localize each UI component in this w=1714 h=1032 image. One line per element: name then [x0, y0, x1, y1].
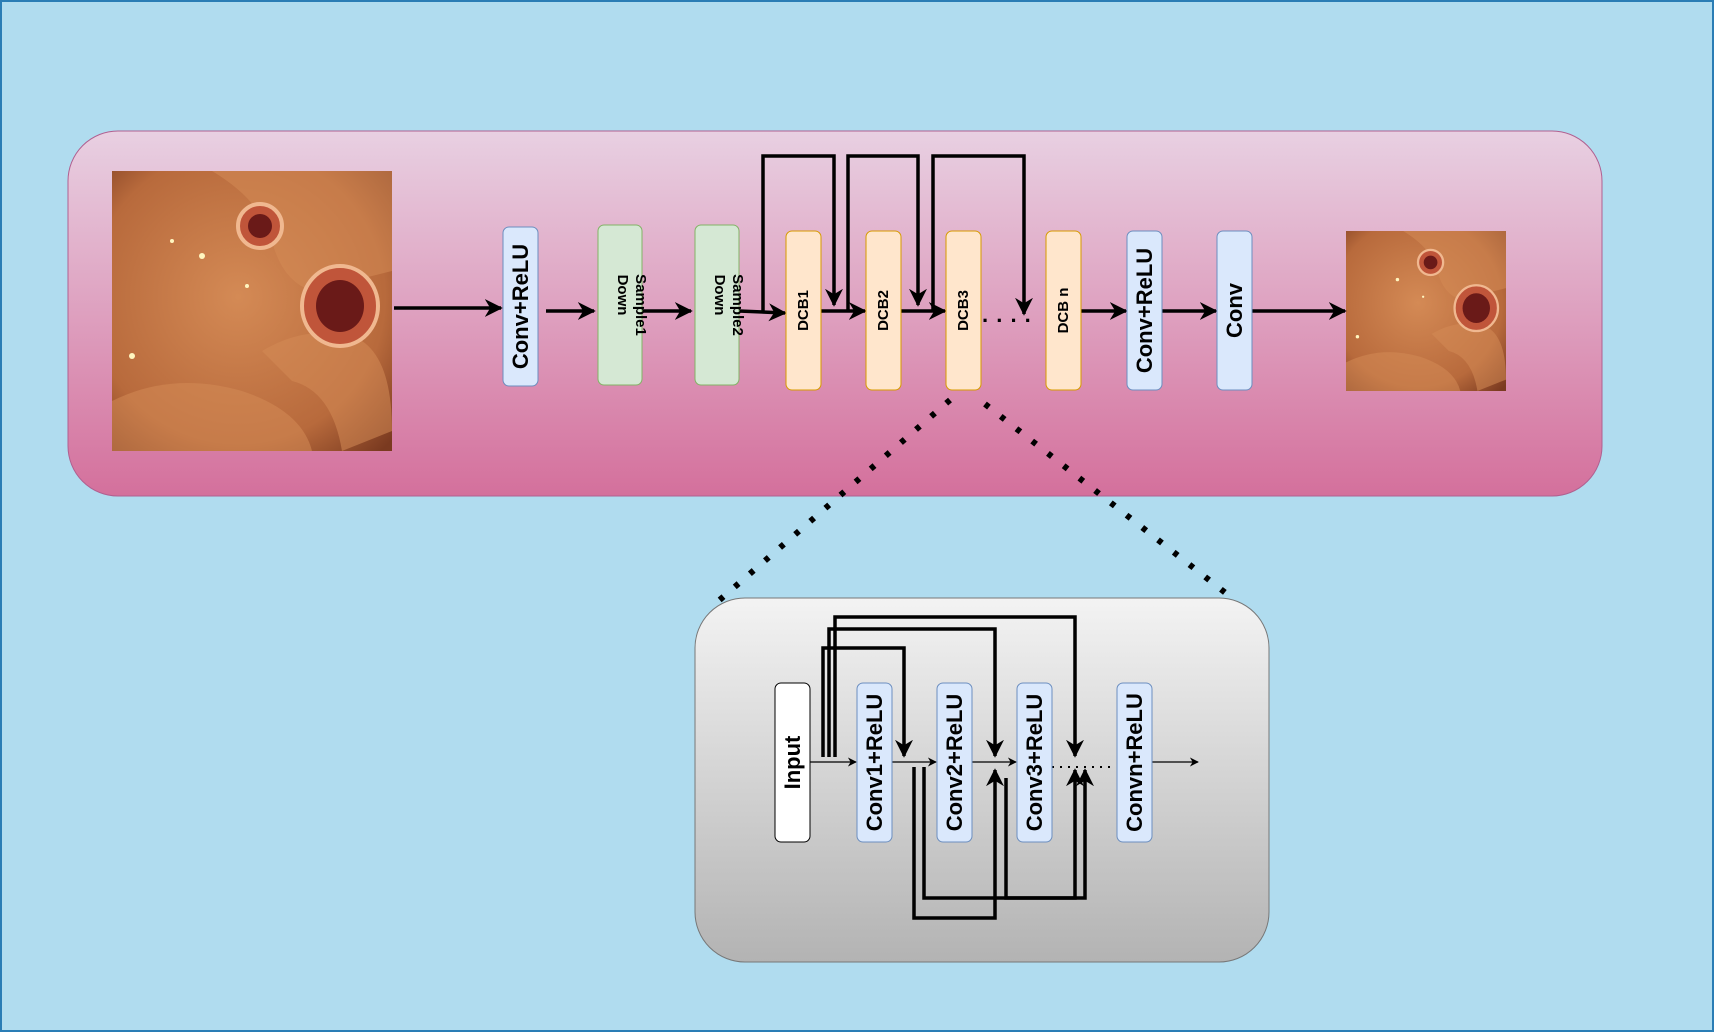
zoom-line-right: [983, 401, 1234, 601]
block-dcb2: DCB2: [865, 230, 902, 391]
block-conv-final: Conv: [1216, 230, 1253, 391]
skip-conv1-conv3: [922, 767, 1084, 900]
conv-relu-2-label: Conv+ReLU: [1132, 248, 1157, 373]
down-sample-1-box: [597, 224, 643, 386]
dcb-n-box: [1045, 230, 1082, 391]
dcb1-label: DCB1: [795, 290, 812, 331]
conv-final-label: Conv: [1222, 282, 1247, 338]
block-down-sample-2: DownSample2: [694, 224, 746, 386]
detail-block-conv1-relu: Conv1+ReLU: [856, 682, 893, 843]
skip-conv2-conv3: [1004, 768, 1094, 900]
skip-dcb1: [761, 154, 843, 311]
dcb3-label: DCB3: [955, 290, 972, 331]
skip-dcb3: [931, 154, 1033, 316]
detail-blocks: Input Conv1+ReLU Conv2+ReLU Conv3+ReLU C…: [774, 682, 1153, 843]
convn-relu-box: [1116, 682, 1153, 843]
input-label: Input: [780, 735, 805, 789]
dcb2-label: DCB2: [875, 290, 892, 331]
conv-relu-1-box: [502, 226, 539, 387]
conv2-relu-box: [936, 682, 973, 843]
pipeline-panel: [67, 130, 1603, 497]
pipeline-blocks: Conv+ReLU DownSample1 DownSample2 DCB1 D…: [502, 224, 1253, 391]
endoscopy-input-image: [112, 171, 392, 451]
detail-arrows: [810, 615, 1199, 920]
conv-final-box: [1216, 230, 1253, 391]
block-down-sample-1: DownSample1: [597, 224, 649, 386]
conv3-relu-box: [1016, 682, 1053, 843]
endoscopy-output-image: [1346, 231, 1506, 391]
dcb1-box: [785, 230, 822, 391]
dcb3-box: [945, 230, 982, 391]
dcb-n-label: DCB n: [1055, 288, 1072, 334]
conv3-relu-label: Conv3+ReLU: [1022, 694, 1047, 832]
block-conv-relu-1: Conv+ReLU: [502, 226, 539, 387]
conv1-relu-label: Conv1+ReLU: [862, 694, 887, 832]
down-sample-2-box: [694, 224, 740, 386]
pipeline-ellipsis: . . . .: [982, 302, 1032, 327]
arrow-down2-to-dcb1: [738, 303, 787, 322]
detail-block-input: Input: [774, 682, 811, 843]
block-conv-relu-2: Conv+ReLU: [1126, 230, 1163, 391]
block-dcb-n: DCB n: [1045, 230, 1082, 391]
skip-dcb2: [846, 154, 927, 311]
skip-conv1-conv2: [912, 767, 1004, 920]
down-sample-1-label: DownSample1: [614, 274, 649, 336]
conv1-relu-box: [856, 682, 893, 843]
detail-block-conv2-relu: Conv2+ReLU: [936, 682, 973, 843]
convn-relu-label: Convn+ReLU: [1122, 693, 1147, 832]
detail-block-convn-relu: Convn+ReLU: [1116, 682, 1153, 843]
skip-input-conv3: [833, 615, 1084, 758]
conv2-relu-label: Conv2+ReLU: [942, 694, 967, 832]
block-dcb3: DCB3: [945, 230, 982, 391]
input-box: [774, 682, 811, 843]
conv-relu-1-label: Conv+ReLU: [508, 244, 533, 369]
block-dcb1: DCB1: [785, 230, 822, 391]
skip-input-conv2: [827, 627, 1004, 758]
conv-relu-2-box: [1126, 230, 1163, 391]
down-sample-2-label: DownSample2: [711, 274, 746, 336]
pipeline-arrows: [394, 154, 1347, 322]
dcb2-box: [865, 230, 902, 391]
skip-input-conv1: [821, 646, 913, 758]
detail-block-conv3-relu: Conv3+ReLU: [1016, 682, 1053, 843]
